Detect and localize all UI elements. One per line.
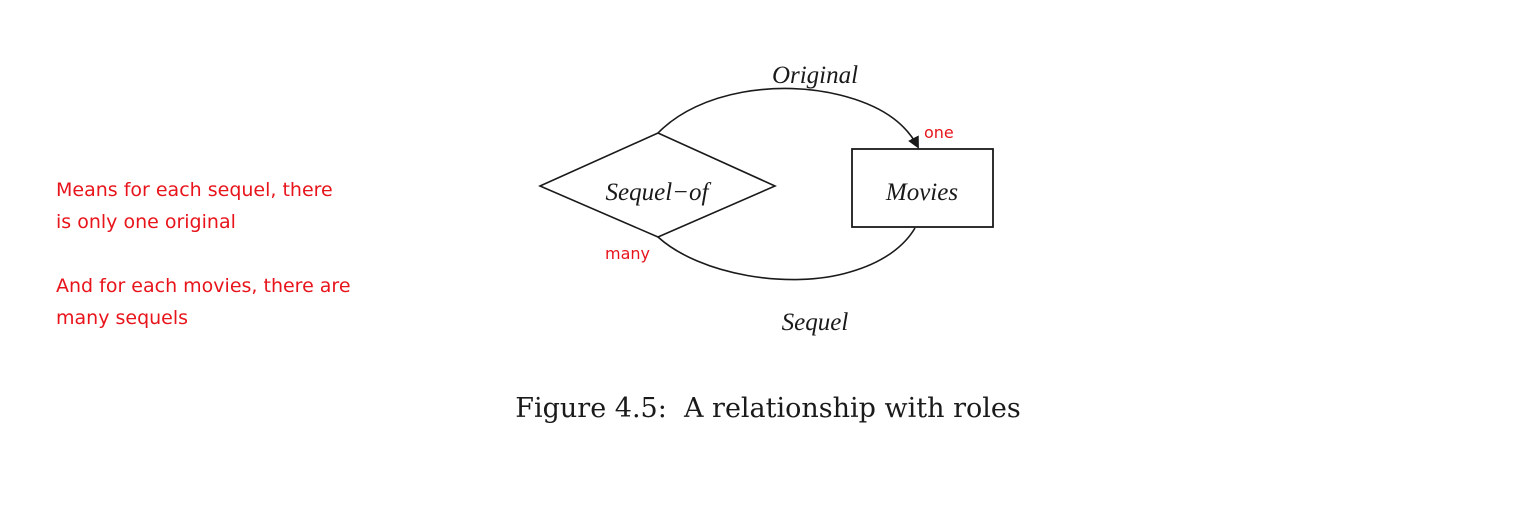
annotation-line-2: is only one original xyxy=(56,211,236,233)
movies-entity-rect xyxy=(851,148,994,228)
annotation-paragraph-1: Means for each sequel, there is only one… xyxy=(56,174,416,238)
entity-label: Movies xyxy=(885,179,958,206)
annotation-notes: Means for each sequel, there is only one… xyxy=(56,174,416,334)
role-label-original: Original xyxy=(772,62,858,89)
relationship-label: Sequel−of xyxy=(606,179,712,206)
role-label-sequel: Sequel xyxy=(782,309,849,336)
sequel-of-relationship-diamond xyxy=(538,132,777,238)
multiplicity-one-label: one xyxy=(924,123,954,142)
annotation-paragraph-2: And for each movies, there are many sequ… xyxy=(56,270,416,334)
multiplicity-many-label: many xyxy=(605,244,650,263)
annotation-line-3: And for each movies, there are xyxy=(56,275,351,297)
figure-caption: Figure 4.5: A relationship with roles xyxy=(515,393,1021,424)
annotation-line-1: Means for each sequel, there xyxy=(56,179,333,201)
original-role-arc xyxy=(657,87,919,149)
sequel-role-arc xyxy=(657,227,916,281)
annotation-line-4: many sequels xyxy=(56,307,189,329)
